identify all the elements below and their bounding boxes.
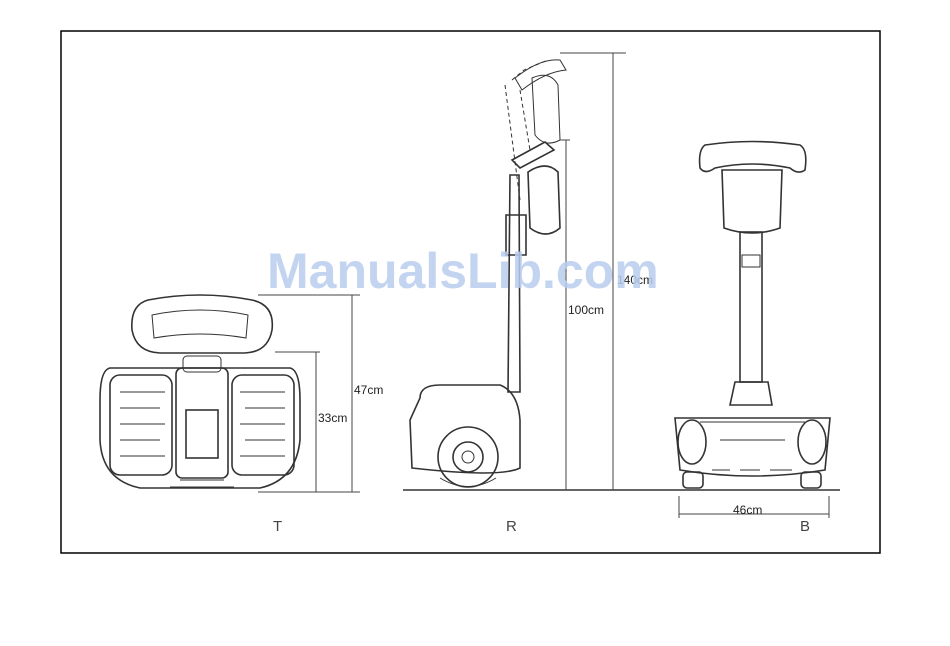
top-view-label: T: [273, 518, 282, 535]
side-view-wheel: [438, 427, 498, 487]
top-view-deck-height-label: 33cm: [318, 411, 347, 425]
top-view-body: [100, 368, 300, 488]
top-view-height-label: 47cm: [354, 383, 383, 397]
top-view: 47cm 33cm T: [100, 295, 383, 535]
back-view: 46cm B: [675, 142, 830, 536]
back-view-left-wheel: [678, 420, 706, 464]
side-view-label: R: [506, 518, 517, 535]
back-view-label: B: [800, 518, 810, 535]
back-view-display: [722, 170, 782, 233]
back-view-width-label: 46cm: [733, 503, 762, 517]
top-view-center-column: [176, 368, 228, 478]
top-view-left-footpad: [110, 375, 172, 475]
side-view-display: [528, 166, 560, 234]
back-view-body: [675, 418, 830, 476]
top-view-right-footpad: [232, 375, 294, 475]
side-view-body: [410, 385, 520, 473]
back-view-right-wheel: [798, 420, 826, 464]
watermark-logo: ManualsLib.com: [267, 243, 659, 299]
side-view-min-height-label: 100cm: [568, 303, 604, 317]
back-view-handlebar: [700, 142, 806, 173]
